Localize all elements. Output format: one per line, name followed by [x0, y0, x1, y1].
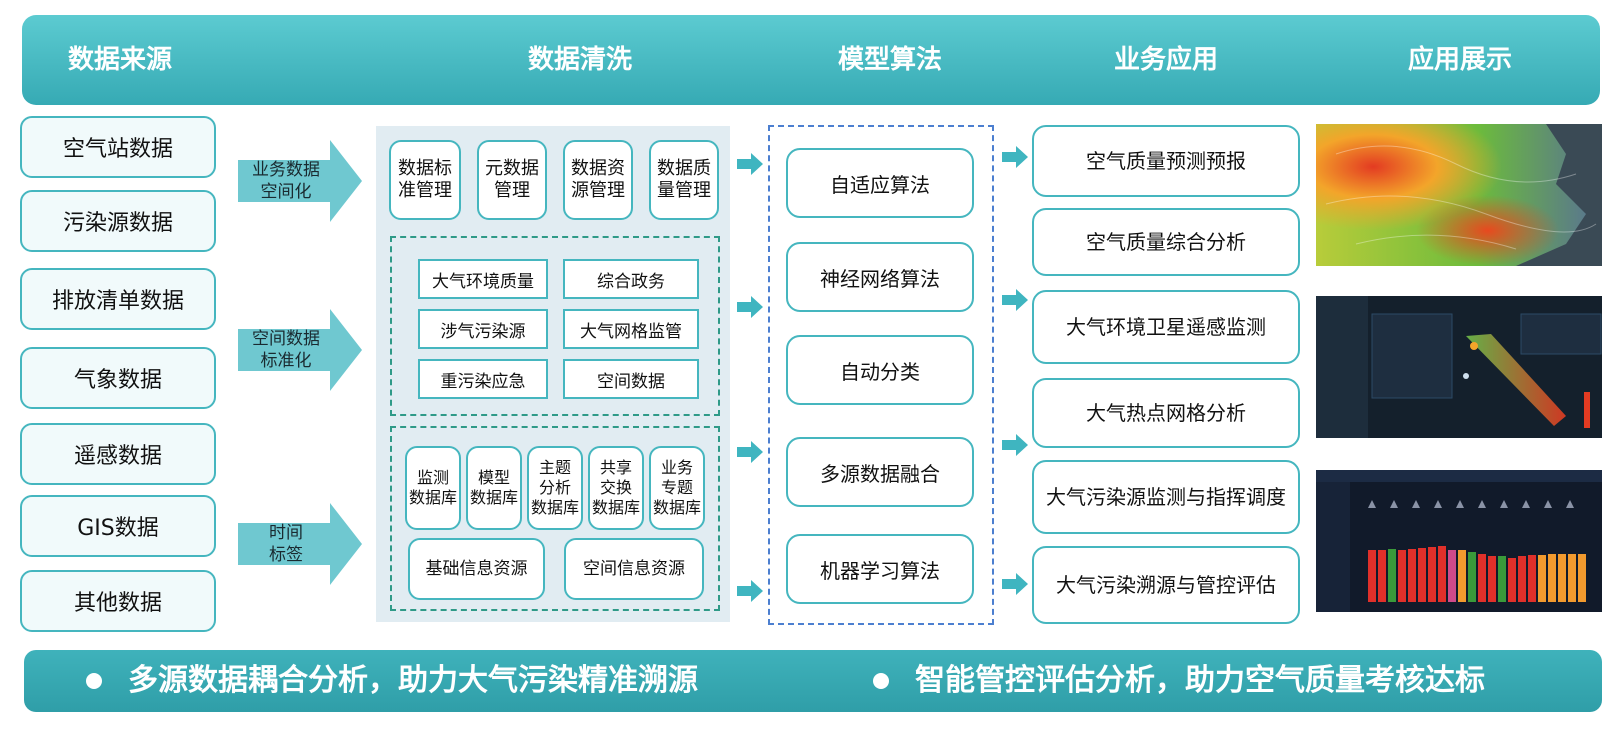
header-application: 业务应用	[1113, 45, 1218, 75]
db-label: 业务	[660, 458, 693, 477]
mgmt-label: 量管理	[657, 180, 711, 201]
mgmt-data-resource: 数据资源管理	[563, 140, 633, 220]
database-group	[390, 426, 720, 611]
process-label: 空间数据	[252, 329, 320, 349]
right-arrow-icon	[737, 296, 763, 318]
db-shared-exchange: 共享交换数据库	[588, 446, 644, 530]
screenshot-heatmap	[1316, 124, 1602, 266]
process-label: 空间化	[260, 182, 312, 202]
header-banner	[22, 15, 1600, 105]
header-model: 模型算法	[837, 45, 942, 75]
app-forecast: 空气质量预测预报	[1032, 125, 1300, 197]
theme-group	[390, 236, 720, 416]
header-display: 应用展示	[1407, 45, 1512, 75]
db-theme-analysis: 主题分析数据库	[527, 446, 583, 530]
right-arrow-icon	[1002, 289, 1028, 311]
db-monitoring: 监测数据库	[405, 446, 461, 530]
process-label: 时间	[269, 523, 303, 543]
process-label: 业务数据	[252, 160, 320, 180]
source-other: 其他数据	[20, 570, 216, 632]
source-emission-inventory: 排放清单数据	[20, 268, 216, 330]
db-label: 数据库	[530, 498, 579, 517]
source-gis: GIS数据	[20, 495, 216, 557]
db-model: 模型数据库	[466, 446, 522, 530]
theme-air-quality: 大气环境质量	[418, 259, 548, 299]
theme-heavy-pollution: 重污染应急	[418, 359, 548, 399]
app-comprehensive-analysis: 空气质量综合分析	[1032, 208, 1300, 276]
db-label: 数据库	[408, 488, 457, 507]
footer-banner	[24, 650, 1602, 712]
source-meteorology: 气象数据	[20, 347, 216, 409]
db-label: 数据库	[591, 498, 640, 517]
model-neural-network: 神经网络算法	[786, 242, 974, 312]
mgmt-label: 数据质	[657, 158, 711, 179]
mgmt-label: 源管理	[571, 180, 625, 201]
model-frame	[768, 125, 994, 625]
big-arrow-icon	[238, 140, 362, 222]
theme-pollution-source: 涉气污染源	[418, 309, 548, 349]
right-arrow-icon	[737, 441, 763, 463]
process-arrow-standardization: 空间数据标准化	[238, 309, 362, 391]
mgmt-label: 准管理	[398, 180, 452, 201]
header-cleaning: 数据清洗	[527, 45, 632, 75]
db-label: 专题	[660, 478, 693, 497]
header-source: 数据来源	[67, 45, 172, 75]
mgmt-label: 元数据	[485, 158, 539, 179]
source-pollution: 污染源数据	[20, 190, 216, 252]
right-arrow-icon	[1002, 573, 1028, 595]
process-label: 标准化	[260, 351, 312, 371]
model-multi-source-fusion: 多源数据融合	[786, 437, 974, 507]
footer-left-text: 多源数据耦合分析，助力大气污染精准溯源	[128, 663, 698, 698]
db-label: 数据库	[469, 488, 518, 507]
db-label: 分析	[538, 478, 571, 497]
process-arrow-spatialization: 业务数据空间化	[238, 140, 362, 222]
mgmt-data-quality: 数据质量管理	[649, 140, 719, 220]
theme-spatial-data: 空间数据	[563, 359, 699, 399]
model-adaptive: 自适应算法	[786, 148, 974, 218]
source-remote-sensing: 遥感数据	[20, 423, 216, 485]
theme-grid-supervision: 大气网格监管	[563, 309, 699, 349]
process-arrow-time-label: 时间标签	[238, 503, 362, 585]
mgmt-label: 数据标	[398, 158, 452, 179]
theme-government: 综合政务	[563, 259, 699, 299]
db-label: 共享	[599, 458, 632, 477]
footer-right-text: 智能管控评估分析，助力空气质量考核达标	[915, 663, 1485, 698]
db-label: 数据库	[652, 498, 701, 517]
bullet-icon	[873, 673, 889, 689]
mgmt-data-standard: 数据标准管理	[389, 140, 461, 220]
right-arrow-icon	[737, 153, 763, 175]
app-traceability: 大气污染溯源与管控评估	[1032, 546, 1300, 624]
db-label: 监测	[416, 468, 449, 487]
app-source-dispatch: 大气污染源监测与指挥调度	[1032, 460, 1300, 534]
db-business-topic: 业务专题数据库	[649, 446, 705, 530]
right-arrow-icon	[1002, 434, 1028, 456]
app-hotspot-grid: 大气热点网格分析	[1032, 378, 1300, 448]
right-arrow-icon	[737, 580, 763, 602]
big-arrow-icon	[238, 503, 362, 585]
mgmt-metadata: 元数据管理	[477, 140, 547, 220]
source-air-station: 空气站数据	[20, 116, 216, 178]
process-label: 标签	[269, 545, 303, 565]
db-label: 模型	[477, 468, 510, 487]
db-label: 交换	[599, 478, 632, 497]
right-arrow-icon	[1002, 146, 1028, 168]
screenshot-satellite	[1316, 296, 1602, 438]
model-machine-learning: 机器学习算法	[786, 534, 974, 604]
app-satellite-monitoring: 大气环境卫星遥感监测	[1032, 290, 1300, 364]
screenshot-bar-dashboard	[1316, 470, 1602, 612]
bullet-icon	[86, 673, 102, 689]
big-arrow-icon	[238, 309, 362, 391]
db-label: 主题	[538, 458, 571, 477]
resource-spatial-info: 空间信息资源	[564, 538, 704, 600]
mgmt-label: 管理	[494, 180, 530, 201]
model-auto-classification: 自动分类	[786, 335, 974, 405]
mgmt-label: 数据资	[571, 158, 625, 179]
resource-basic-info: 基础信息资源	[408, 538, 545, 600]
